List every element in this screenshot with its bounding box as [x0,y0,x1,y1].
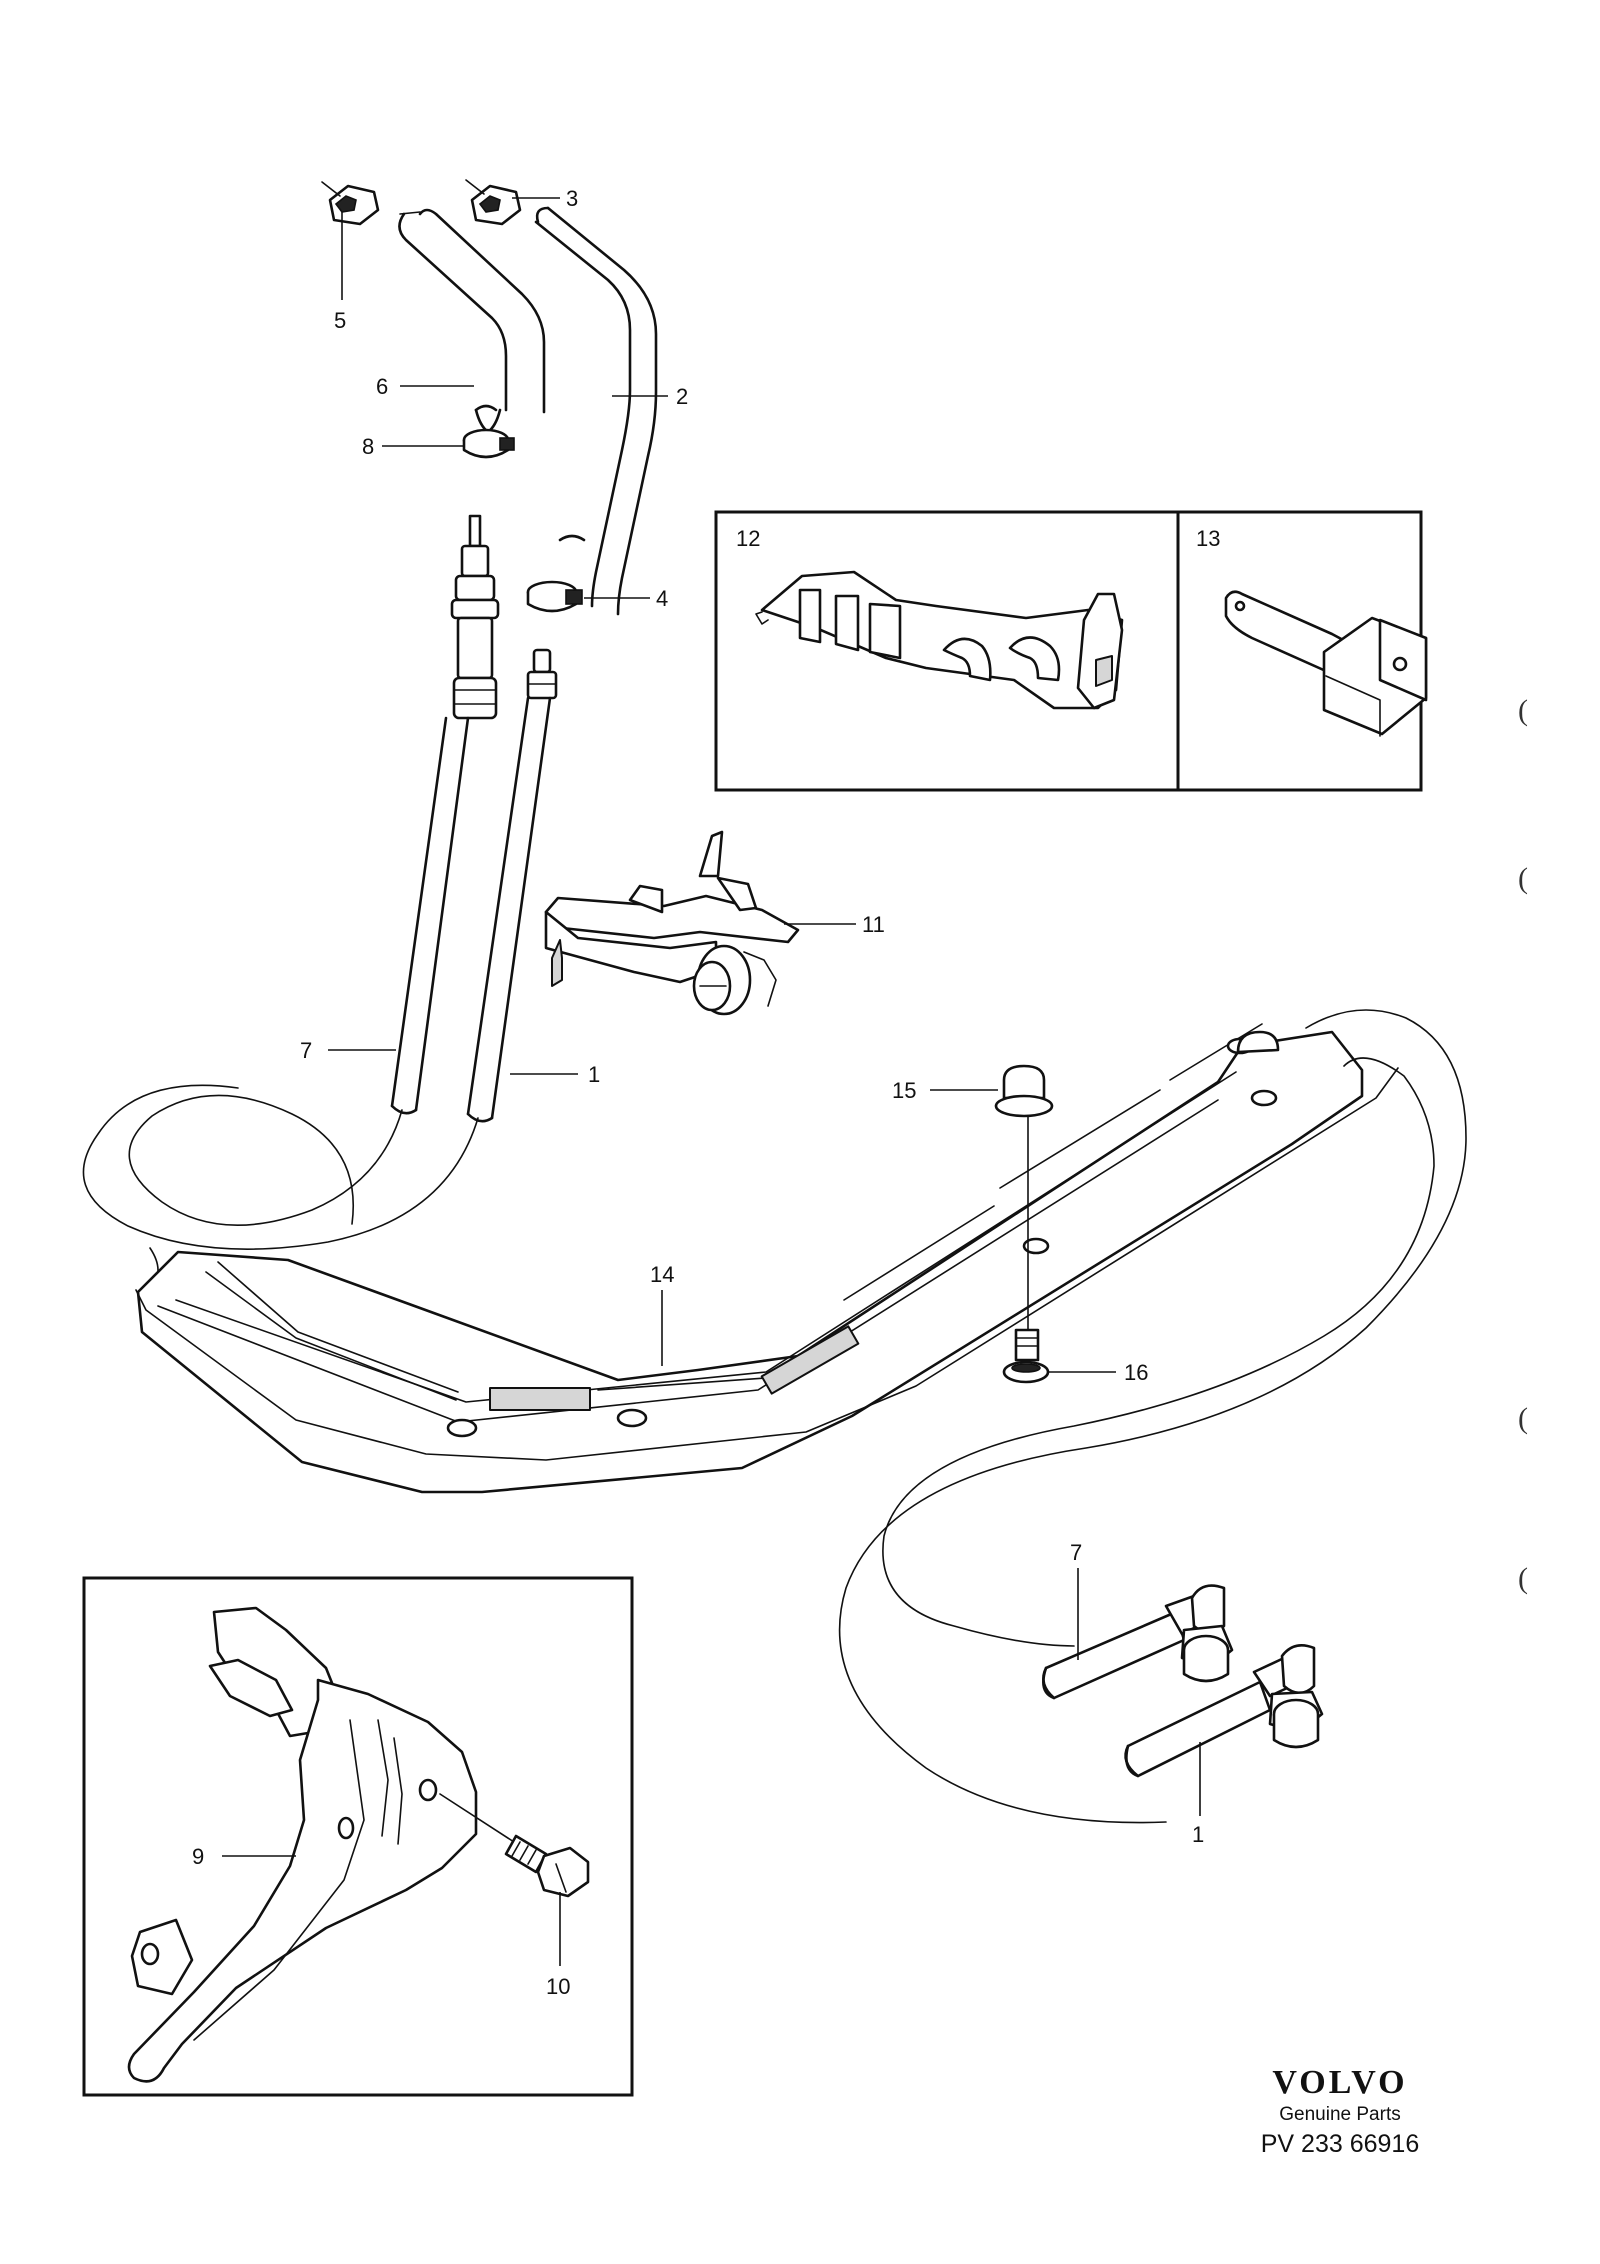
callout-16: 16 [1124,1360,1148,1385]
callout-11: 11 [862,912,885,937]
pin-part-15 [994,1064,1054,1330]
brand-subtitle: Genuine Parts [1279,2104,1401,2125]
callout-7-upper: 7 [300,1038,312,1063]
diagram-number: PV 233 66916 [1260,2130,1420,2158]
callout-14: 14 [650,1262,674,1287]
callout-6: 6 [376,374,388,399]
callout-12: 12 [736,526,760,551]
callout-3: 3 [566,186,578,211]
margin-mark: ( [1518,1402,1528,1435]
callout-15: 15 [892,1078,916,1103]
callout-1-lower: 1 [1192,1822,1204,1847]
hose-part-2 [534,206,658,616]
pipe-part-7-upper [390,514,500,1115]
hose-part-6 [398,208,546,434]
clip-part-11 [544,830,800,1016]
callout-4: 4 [656,586,668,611]
screw-part-16 [1002,1328,1050,1384]
callout-10: 10 [546,1974,570,1999]
callout-labels: 3 5 6 2 8 4 12 13 11 7 1 15 14 16 7 1 9 … [192,186,1220,1999]
margin-mark: ( [1518,694,1528,727]
bolt-part-10 [439,1793,590,1898]
margin-mark: ( [1518,862,1528,895]
clamp-part-5 [321,181,380,226]
clamp-part-8 [462,428,515,459]
pipe-part-7-lower [1042,1584,1234,1700]
callout-5: 5 [334,308,346,333]
inset-box-9-10 [82,1576,634,2097]
callout-8: 8 [362,434,374,459]
clamp-part-3 [465,179,522,226]
pipe-part-1-upper [466,648,558,1123]
margin-mark: ( [1518,1562,1528,1595]
part-12-bracket [755,570,1124,710]
pipe-part-1-lower [1124,1644,1324,1778]
callout-9: 9 [192,1844,204,1869]
volvo-logo: VOLVO [1272,2064,1408,2101]
routing-line-right [838,1009,1467,1824]
leader-lines [222,197,1201,1966]
brand-block: VOLVO Genuine Parts PV 233 66916 [1220,2064,1460,2159]
callout-1-upper: 1 [588,1062,600,1087]
cover-part-14 [135,1023,1399,1494]
clamp-part-4 [526,580,583,613]
part-9-bracket [127,1606,478,2083]
callout-7-lower: 7 [1070,1540,1082,1565]
callout-2: 2 [676,384,688,409]
part-13-plate [1224,590,1428,737]
callout-13: 13 [1196,526,1220,551]
